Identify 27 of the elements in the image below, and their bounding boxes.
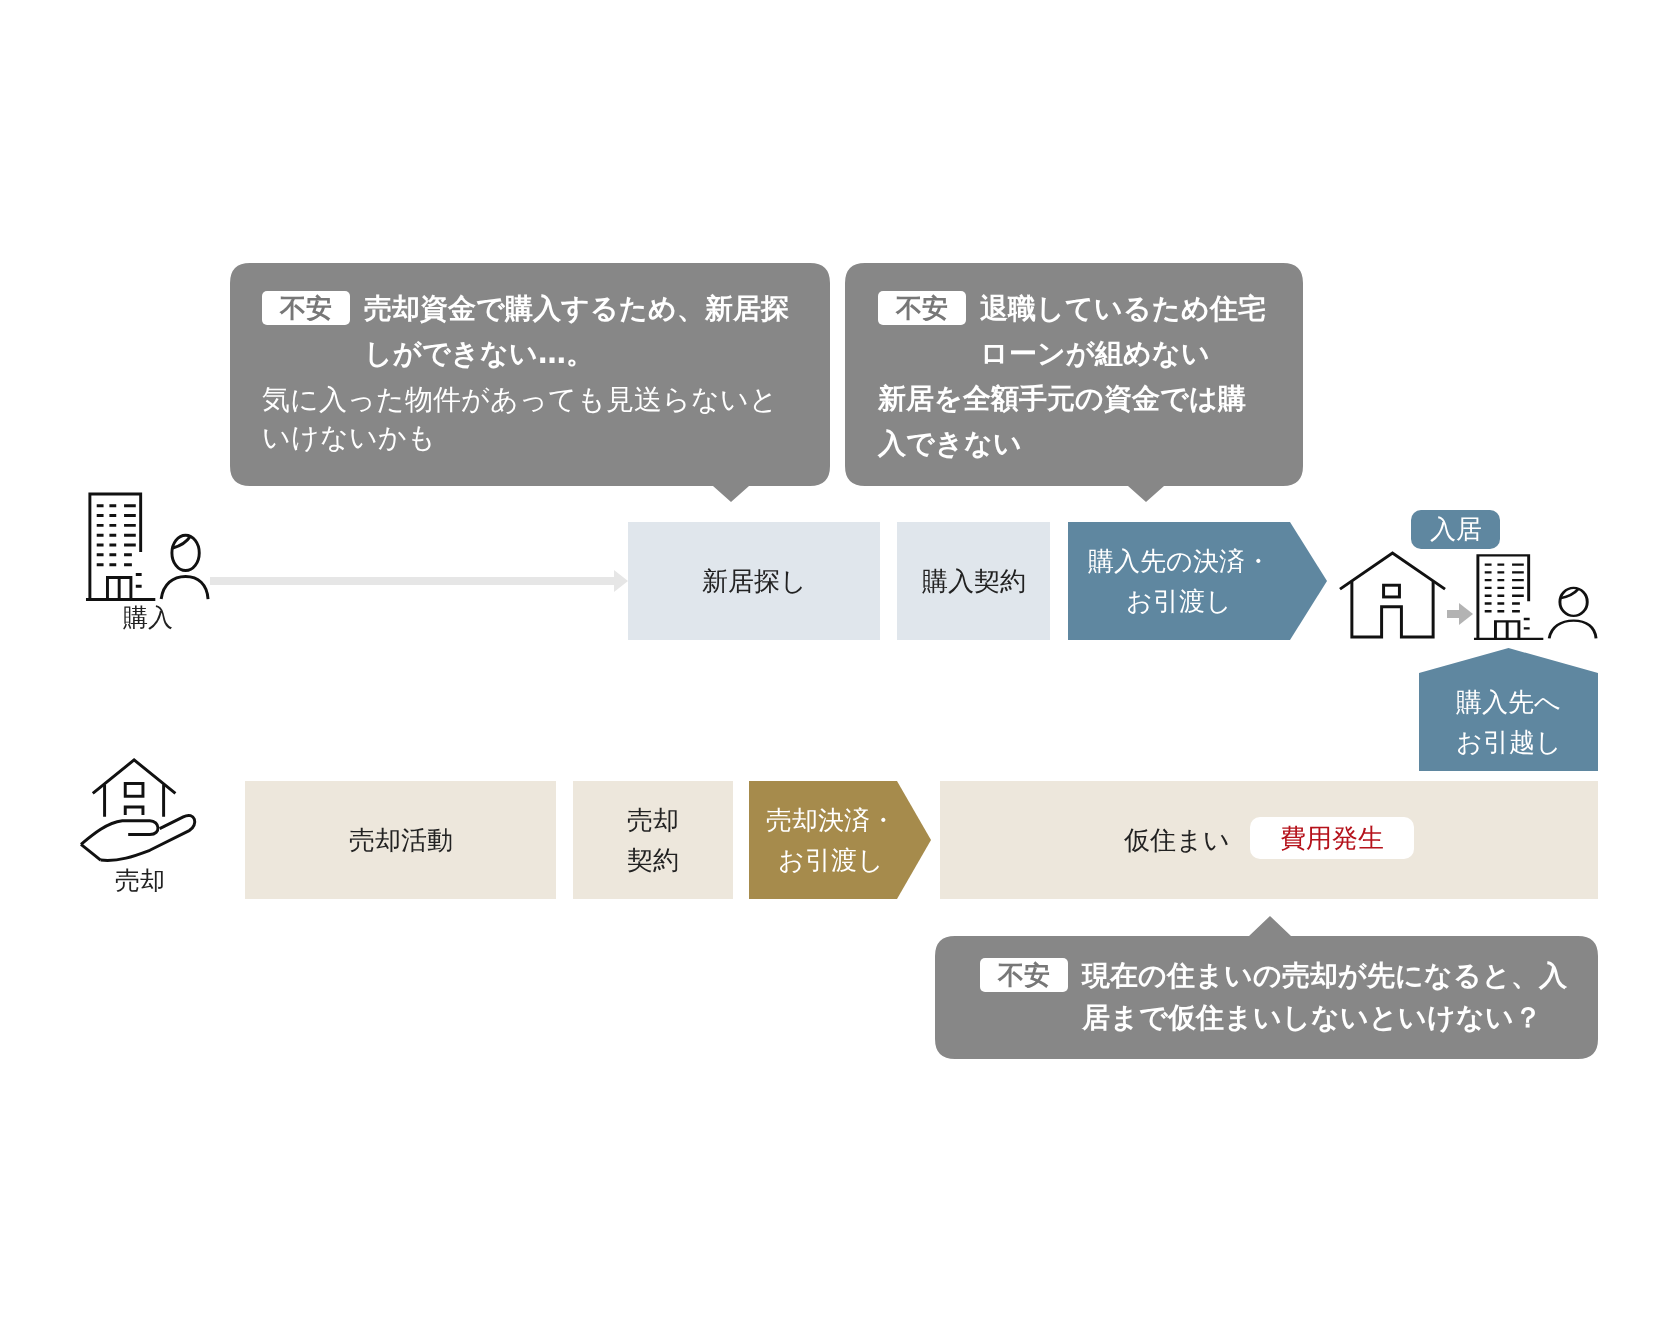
- process-box: 売却契約: [573, 781, 733, 899]
- building-person-icon: [1473, 553, 1598, 640]
- speech-bubble: [935, 916, 1598, 1059]
- house-icon: [1338, 550, 1447, 640]
- tag: 入居: [1411, 510, 1500, 549]
- speech-bubble: [230, 263, 830, 502]
- row-label: 売却: [114, 865, 165, 897]
- process-box: 新居探し: [628, 522, 880, 640]
- tag: 不安: [262, 290, 350, 325]
- process-box: 売却活動: [245, 781, 556, 899]
- bubble-text: 現在の住まいの売却が先になると、入居まで仮住まいしないといけない？: [1082, 958, 1568, 1036]
- speech-bubble: [845, 263, 1303, 502]
- process-box: 購入契約: [897, 522, 1050, 640]
- bubble-text: 退職しているため住宅ローンが組めない: [980, 291, 1267, 372]
- step-label: 仮住まい: [1124, 824, 1230, 857]
- tag: 不安: [980, 958, 1068, 992]
- tag: 不安: [878, 290, 966, 325]
- row-label: 購入: [122, 602, 173, 634]
- bubble-text: 気に入った物件があっても見送らないといけないかも: [262, 382, 779, 456]
- arrow: [210, 570, 628, 592]
- chevron-step: 購入先の決済・お引渡し: [1068, 522, 1327, 640]
- pentagon-step: 購入先へお引越し: [1419, 648, 1598, 771]
- process-band: [940, 781, 1598, 899]
- bubble-text: 売却資金で購入するため、新居探しができない…。: [364, 291, 790, 372]
- tag: 費用発生: [1250, 817, 1414, 860]
- bubble-text: 新居を全額手元の資金では購入できない: [878, 381, 1247, 462]
- chevron-step: 売却決済・お引渡し: [749, 781, 931, 899]
